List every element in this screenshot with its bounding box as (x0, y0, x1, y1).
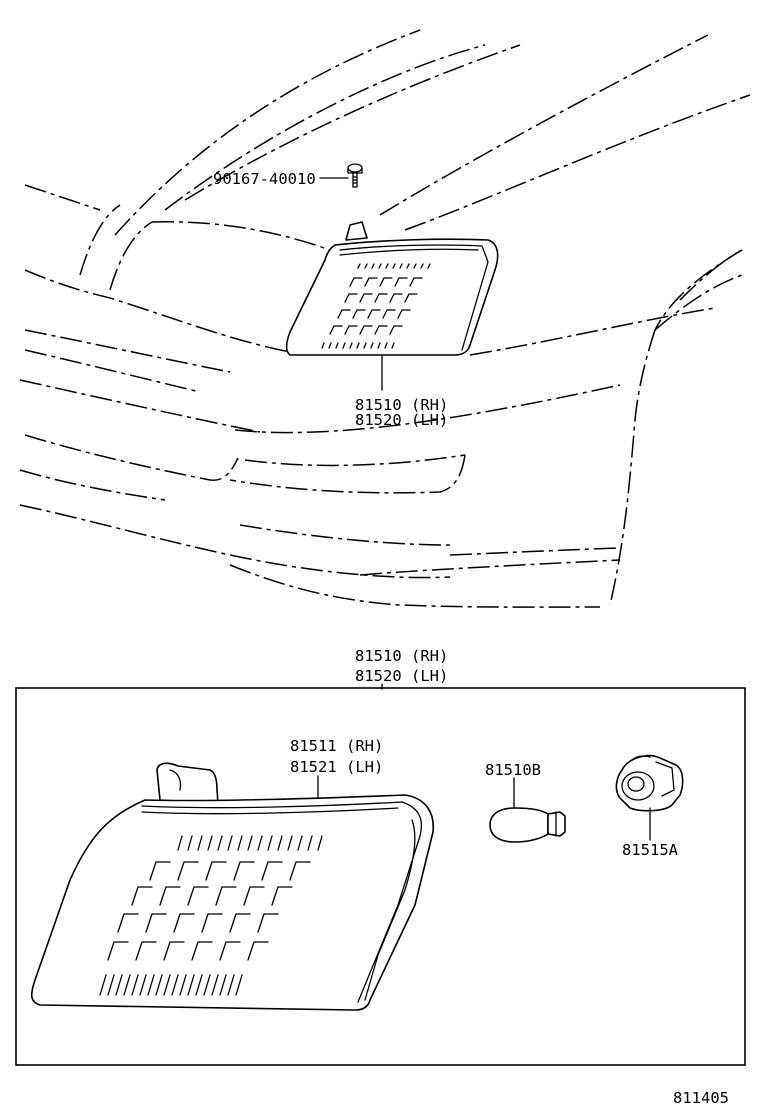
lens-lh-label: 81521 (LH) (290, 758, 383, 776)
socket-icon (615, 754, 684, 812)
lens-pattern (99, 835, 323, 996)
top-lamp-rh-label: 81510 (RH) (355, 396, 448, 414)
vehicle-body-outline (19, 29, 751, 608)
bulb-part-number: 81510B (485, 761, 541, 779)
lens-rh-label: 81511 (RH) (290, 737, 383, 755)
corner-lamp-installed (285, 221, 499, 356)
corner-lamp-lens (30, 762, 434, 1011)
lamp-lens-pattern (321, 263, 431, 349)
figure-number: 811405 (673, 1089, 729, 1107)
top-lamp-lh-label: 81520 (LH) (355, 411, 448, 429)
screw-part-number: 90167-40010 (213, 170, 316, 188)
assembly-lh-label: 81520 (LH) (355, 667, 448, 685)
socket-part-number: 81515A (622, 841, 679, 859)
bulb-icon (489, 807, 566, 843)
screw-icon (347, 163, 363, 188)
assembly-box (15, 687, 746, 1066)
assembly-rh-label: 81510 (RH) (355, 647, 448, 665)
